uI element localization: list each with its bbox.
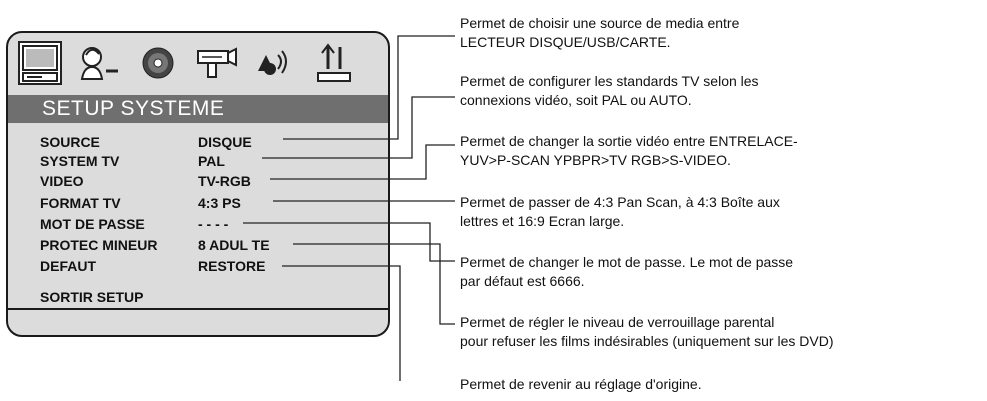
menu-item-parental-label[interactable]: PROTEC MINEUR	[40, 237, 158, 253]
callout-line-system-tv	[262, 96, 455, 159]
menu-item-format-tv-label[interactable]: FORMAT TV	[40, 195, 121, 211]
user-language-icon[interactable]	[78, 41, 122, 85]
speaker-audio-icon[interactable]	[252, 41, 296, 85]
menu-item-system-tv-label[interactable]: SYSTEM TV	[40, 153, 120, 169]
sort-arrows-icon[interactable]	[312, 41, 356, 85]
menu-title-bar: SETUP SYSTEME	[8, 95, 388, 123]
description-parental: Permet de régler le niveau de verrouilla…	[460, 314, 834, 349]
callout-line-password	[243, 222, 455, 262]
menu-item-source-value[interactable]: DISQUE	[198, 134, 252, 150]
menu-item-format-tv-value[interactable]: 4:3 PS	[198, 195, 241, 211]
menu-item-default-label[interactable]: DEFAUT	[40, 258, 96, 274]
callout-line-default	[282, 265, 401, 381]
menu-item-parental-value[interactable]: 8 ADUL TE	[198, 237, 270, 253]
menu-bottom-divider	[8, 308, 388, 310]
menu-item-source-label[interactable]: SOURCE	[40, 134, 100, 150]
menu-item-password-label[interactable]: MOT DE PASSE	[40, 216, 145, 232]
menu-item-video-value[interactable]: TV-RGB	[198, 173, 251, 189]
video-camera-icon[interactable]	[194, 41, 238, 85]
menu-icon-row	[8, 33, 388, 95]
monitor-icon[interactable]	[18, 41, 62, 85]
menu-exit-setup[interactable]: SORTIR SETUP	[40, 289, 144, 305]
disc-icon[interactable]	[136, 41, 180, 85]
menu-item-password-value[interactable]: - - - -	[198, 216, 229, 232]
callout-line-video	[270, 144, 455, 180]
setup-menu-panel: SETUP SYSTEME SOURCE DISQUE SYSTEM TV PA…	[6, 31, 390, 337]
menu-item-system-tv-value[interactable]: PAL	[198, 153, 225, 169]
callout-line-parental	[293, 243, 455, 325]
menu-title: SETUP SYSTEME	[42, 97, 225, 120]
description-video: Permet de changer la sortie vidéo entre …	[460, 133, 798, 168]
callout-line-source	[283, 35, 455, 140]
description-default: Permet de revenir au réglage d'origine.	[460, 376, 702, 392]
description-format-tv: Permet de passer de 4:3 Pan Scan, à 4:3 …	[460, 194, 780, 229]
description-source: Permet de choisir une source de media en…	[460, 15, 740, 50]
menu-item-default-value[interactable]: RESTORE	[198, 258, 266, 274]
description-password: Permet de changer le mot de passe. Le mo…	[460, 254, 794, 289]
menu-item-video-label[interactable]: VIDEO	[40, 173, 84, 189]
description-system-tv: Permet de configurer les standards TV se…	[460, 73, 759, 108]
